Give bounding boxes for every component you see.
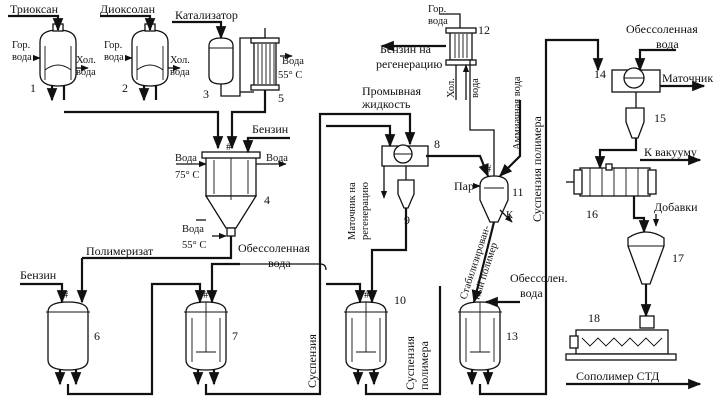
label-wash-2: жидкость bbox=[361, 97, 411, 111]
label-hot-water-1b: вода bbox=[12, 52, 32, 63]
tank-6 bbox=[46, 301, 90, 371]
num-6: 6 bbox=[94, 329, 100, 343]
label-susp-poly-vert: Суспензия полимера bbox=[530, 116, 544, 222]
label-to-vacuum: К вакууму bbox=[644, 145, 697, 159]
extruder-18 bbox=[565, 315, 677, 361]
heat-exchanger-5 bbox=[250, 37, 280, 91]
num-1: 1 bbox=[30, 81, 36, 95]
label-k: К bbox=[506, 210, 514, 221]
label-water-4b: Вода bbox=[266, 153, 288, 164]
label-temp-4c: 55° С bbox=[182, 240, 206, 251]
num-12: 12 bbox=[478, 23, 490, 37]
label-demin-7a: Обессоленная bbox=[238, 241, 310, 255]
label-demin-13b: вода bbox=[520, 286, 543, 300]
label-temp-4a: 75° С bbox=[175, 170, 199, 181]
num-14: 14 bbox=[594, 67, 606, 81]
label-ml-regen-2: регенерацию bbox=[360, 182, 371, 240]
label-ml-regen-1: Маточник на bbox=[347, 182, 358, 240]
label-water-4a: Вода bbox=[175, 153, 197, 164]
label-suspension: Суспензия bbox=[305, 334, 319, 388]
cyclone-15 bbox=[625, 107, 645, 139]
num-3: 3 bbox=[203, 87, 209, 101]
hash-11: # bbox=[486, 164, 492, 175]
label-cold-water-2a: Хол. bbox=[170, 55, 190, 66]
label-benzin-4: Бензин bbox=[252, 122, 289, 136]
tank-13 bbox=[458, 301, 502, 371]
cyclone-9 bbox=[397, 179, 415, 209]
filter-14 bbox=[611, 67, 661, 93]
label-water-4c: Вода bbox=[182, 224, 204, 235]
label-benzin-6: Бензин bbox=[20, 268, 57, 282]
label-cold-12b: вода bbox=[470, 78, 481, 98]
num-11: 11 bbox=[512, 185, 524, 199]
hash-6: # bbox=[63, 290, 69, 301]
label-trioxan: Триоксан bbox=[10, 2, 59, 16]
num-18: 18 bbox=[588, 311, 600, 325]
reactor-2 bbox=[131, 23, 169, 87]
label-cold-water-1a: Хол. bbox=[76, 55, 96, 66]
hash-7: # bbox=[203, 290, 209, 301]
label-polymerizate: Полимеризат bbox=[86, 244, 154, 258]
stabilizer-11 bbox=[479, 175, 509, 223]
hash-4: # bbox=[226, 142, 232, 153]
filter-8 bbox=[381, 144, 429, 167]
condenser-12 bbox=[445, 27, 477, 66]
label-hot-water-1a: Гор. bbox=[12, 40, 30, 51]
label-cold-water-2b: вода bbox=[170, 67, 190, 78]
num-2: 2 bbox=[122, 81, 128, 95]
label-water-5: Вода bbox=[282, 56, 304, 67]
num-16: 16 bbox=[586, 207, 598, 221]
label-demin-13a: Обессолен. bbox=[510, 271, 567, 285]
label-dioxolan: Диоксолан bbox=[100, 2, 156, 16]
label-ammonia: Аммиачная вода bbox=[512, 76, 523, 150]
label-catalyst: Катализатор bbox=[175, 8, 238, 22]
num-7: 7 bbox=[232, 329, 238, 343]
label-cold-12a: Хол. bbox=[446, 78, 457, 98]
label-steam: Пар bbox=[454, 179, 474, 193]
num-13: 13 bbox=[506, 329, 518, 343]
label-wash-1: Промывная bbox=[362, 84, 422, 98]
tank-10 bbox=[344, 301, 388, 371]
label-mother-liquor: Маточник bbox=[662, 71, 713, 85]
label-susp-poly-10a: Суспензия bbox=[403, 336, 417, 390]
num-8: 8 bbox=[434, 137, 440, 151]
label-cold-water-1b: вода bbox=[76, 67, 96, 78]
label-hot-12b: вода bbox=[428, 16, 448, 27]
label-hot-water-2a: Гор. bbox=[104, 40, 122, 51]
label-copolymer: Сополимер СТД bbox=[576, 369, 659, 383]
dryer-16 bbox=[573, 163, 657, 197]
num-15: 15 bbox=[654, 111, 666, 125]
num-17: 17 bbox=[672, 251, 684, 265]
label-demin-14b: вода bbox=[656, 37, 679, 51]
label-benz-regen-2: регенерацию bbox=[376, 57, 442, 71]
num-10: 10 bbox=[394, 293, 406, 307]
hopper-17 bbox=[627, 231, 665, 285]
label-demin-7b: вода bbox=[268, 256, 291, 270]
num-5: 5 bbox=[278, 91, 284, 105]
num-4: 4 bbox=[264, 193, 270, 207]
label-temp-5: 55° С bbox=[278, 70, 302, 81]
label-hot-water-2b: вода bbox=[104, 52, 124, 63]
label-susp-poly-10b: полимера bbox=[417, 340, 431, 390]
label-hot-12a: Гор. bbox=[428, 4, 446, 15]
reactor-1 bbox=[39, 23, 77, 87]
label-additives: Добавки bbox=[654, 200, 698, 214]
polymerizer-4 bbox=[201, 151, 261, 237]
tank-7 bbox=[184, 301, 228, 371]
hash-10: # bbox=[364, 290, 370, 301]
label-demin-14a: Обессоленная bbox=[626, 22, 698, 36]
vessel-3 bbox=[208, 37, 234, 85]
label-benz-regen-1: Бензин на bbox=[380, 42, 432, 56]
